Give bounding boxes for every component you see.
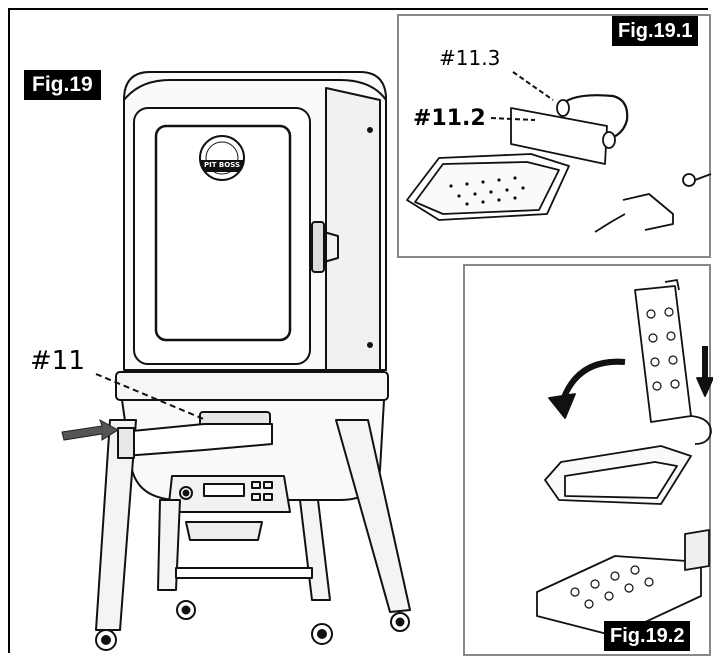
inset-fig-19-2 — [463, 264, 713, 656]
callout-tray: #11 — [30, 346, 85, 376]
callout-handle: #11.3 — [439, 46, 501, 70]
tray-handle-drawing — [406, 71, 712, 233]
fig-19-1-label: Fig.19.1 — [612, 16, 699, 46]
callout-bracket: #11.2 — [413, 106, 486, 131]
fig-19-2-label: Fig.19.2 — [604, 621, 691, 651]
fig-main-label: Fig.19 — [24, 70, 101, 100]
inset-fig-19-1: #11.3 #11.2 — [397, 14, 712, 258]
logo-text: PIT BOSS — [203, 161, 240, 169]
tray-open-drawing — [536, 279, 713, 637]
main-figure-frame — [8, 8, 708, 653]
